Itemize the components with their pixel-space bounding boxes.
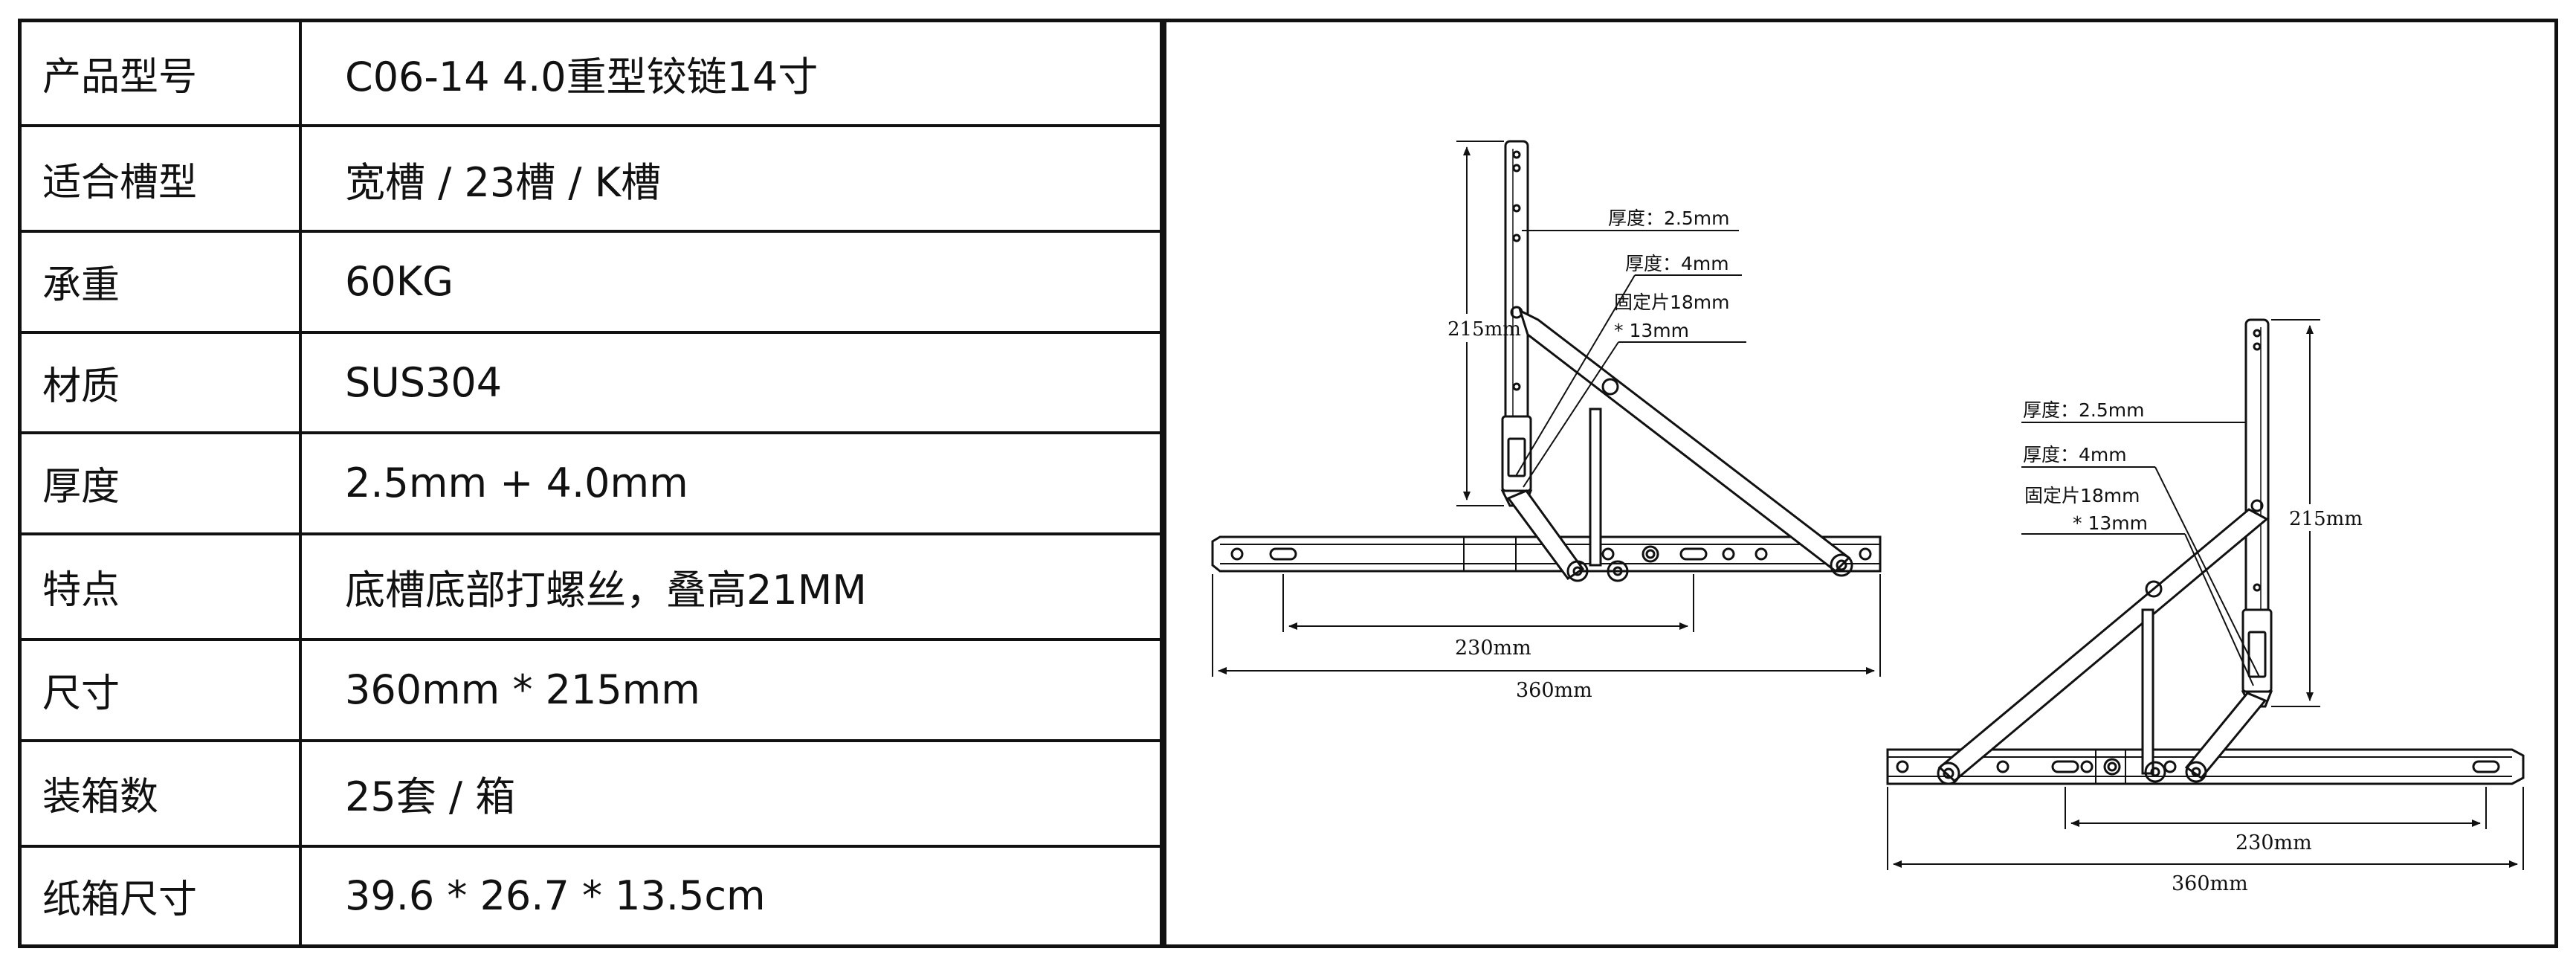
spec-value: 60KG: [299, 230, 1163, 334]
right-hole-span-label: 230mm: [2236, 831, 2312, 854]
left-links: [1506, 309, 1853, 582]
left-fixing-plate-label: 固定片18mm: [1614, 292, 1730, 313]
spec-value: 底槽底部打螺丝，叠高21MM: [299, 532, 1163, 642]
spec-row: 特点底槽底部打螺丝，叠高21MM: [22, 532, 1163, 642]
spec-value: 2.5mm + 4.0mm: [299, 431, 1163, 535]
left-total-length-dimension: [1212, 574, 1881, 677]
right-height-dimension: [2271, 319, 2320, 707]
right-links: [1937, 508, 2269, 785]
hinge-left-figure: 215mm 厚度：2.5mm 厚度：4mm 固定片18mm * 13mm 230: [1211, 140, 1882, 702]
right-fixing-plate-size: * 13mm: [2073, 512, 2148, 534]
spec-value: 宽槽 / 23槽 / K槽: [299, 123, 1163, 234]
spec-label: 适合槽型: [22, 123, 302, 234]
left-callout-leaders: [1515, 230, 1746, 488]
hinge-drawing-panel: 215mm 厚度：2.5mm 厚度：4mm 固定片18mm * 13mm 230: [1166, 22, 2554, 944]
spec-value: 25套 / 箱: [299, 738, 1163, 848]
hinge-technical-drawing: 215mm 厚度：2.5mm 厚度：4mm 固定片18mm * 13mm 230: [1211, 140, 2525, 895]
right-total-length-dimension: [1887, 787, 2524, 870]
spec-label: 产品型号: [22, 22, 302, 127]
right-thickness-link-label: 厚度：4mm: [2023, 444, 2127, 466]
right-fixing-plate-label: 固定片18mm: [2024, 485, 2140, 506]
spec-value: C06-14 4.0重型铰链14寸: [299, 22, 1163, 127]
left-hole-span-dimension: [1282, 574, 1694, 632]
spec-label: 装箱数: [22, 738, 302, 848]
spec-value: 39.6 * 26.7 * 13.5cm: [299, 844, 1163, 944]
left-base-track: [1211, 535, 1882, 573]
spec-row: 适合槽型宽槽 / 23槽 / K槽: [22, 123, 1163, 234]
left-vertical-arm: [1500, 140, 1533, 507]
left-thickness-link-label: 厚度：4mm: [1625, 253, 1729, 274]
left-height-dimension: [1456, 141, 1504, 506]
spec-label: 材质: [22, 330, 302, 435]
right-height-label: 215mm: [2289, 508, 2363, 530]
left-total-length-label: 360mm: [1516, 679, 1592, 702]
spec-value: 360mm * 215mm: [299, 638, 1163, 742]
right-total-length-label: 360mm: [2172, 872, 2248, 895]
spec-label: 尺寸: [22, 638, 302, 742]
left-height-label: 215mm: [1447, 318, 1521, 341]
spec-label: 纸箱尺寸: [22, 844, 302, 944]
spec-label: 承重: [22, 230, 302, 334]
right-hole-span-dimension: [2065, 787, 2487, 829]
panel-divider: [1163, 22, 1166, 944]
spec-label: 厚度: [22, 431, 302, 535]
left-fixing-plate-size: * 13mm: [1614, 320, 1689, 341]
spec-label: 特点: [22, 532, 302, 642]
hinge-right-figure: 215mm 厚度：2.5mm 厚度：4mm 固定片18mm * 13mm 230…: [1886, 318, 2525, 895]
left-hole-span-label: 230mm: [1455, 637, 1531, 660]
left-thickness-arm-label: 厚度：2.5mm: [1608, 207, 1729, 229]
right-thickness-arm-label: 厚度：2.5mm: [2023, 399, 2144, 421]
right-callout-leaders: [2021, 422, 2260, 686]
spec-value: SUS304: [299, 330, 1163, 435]
